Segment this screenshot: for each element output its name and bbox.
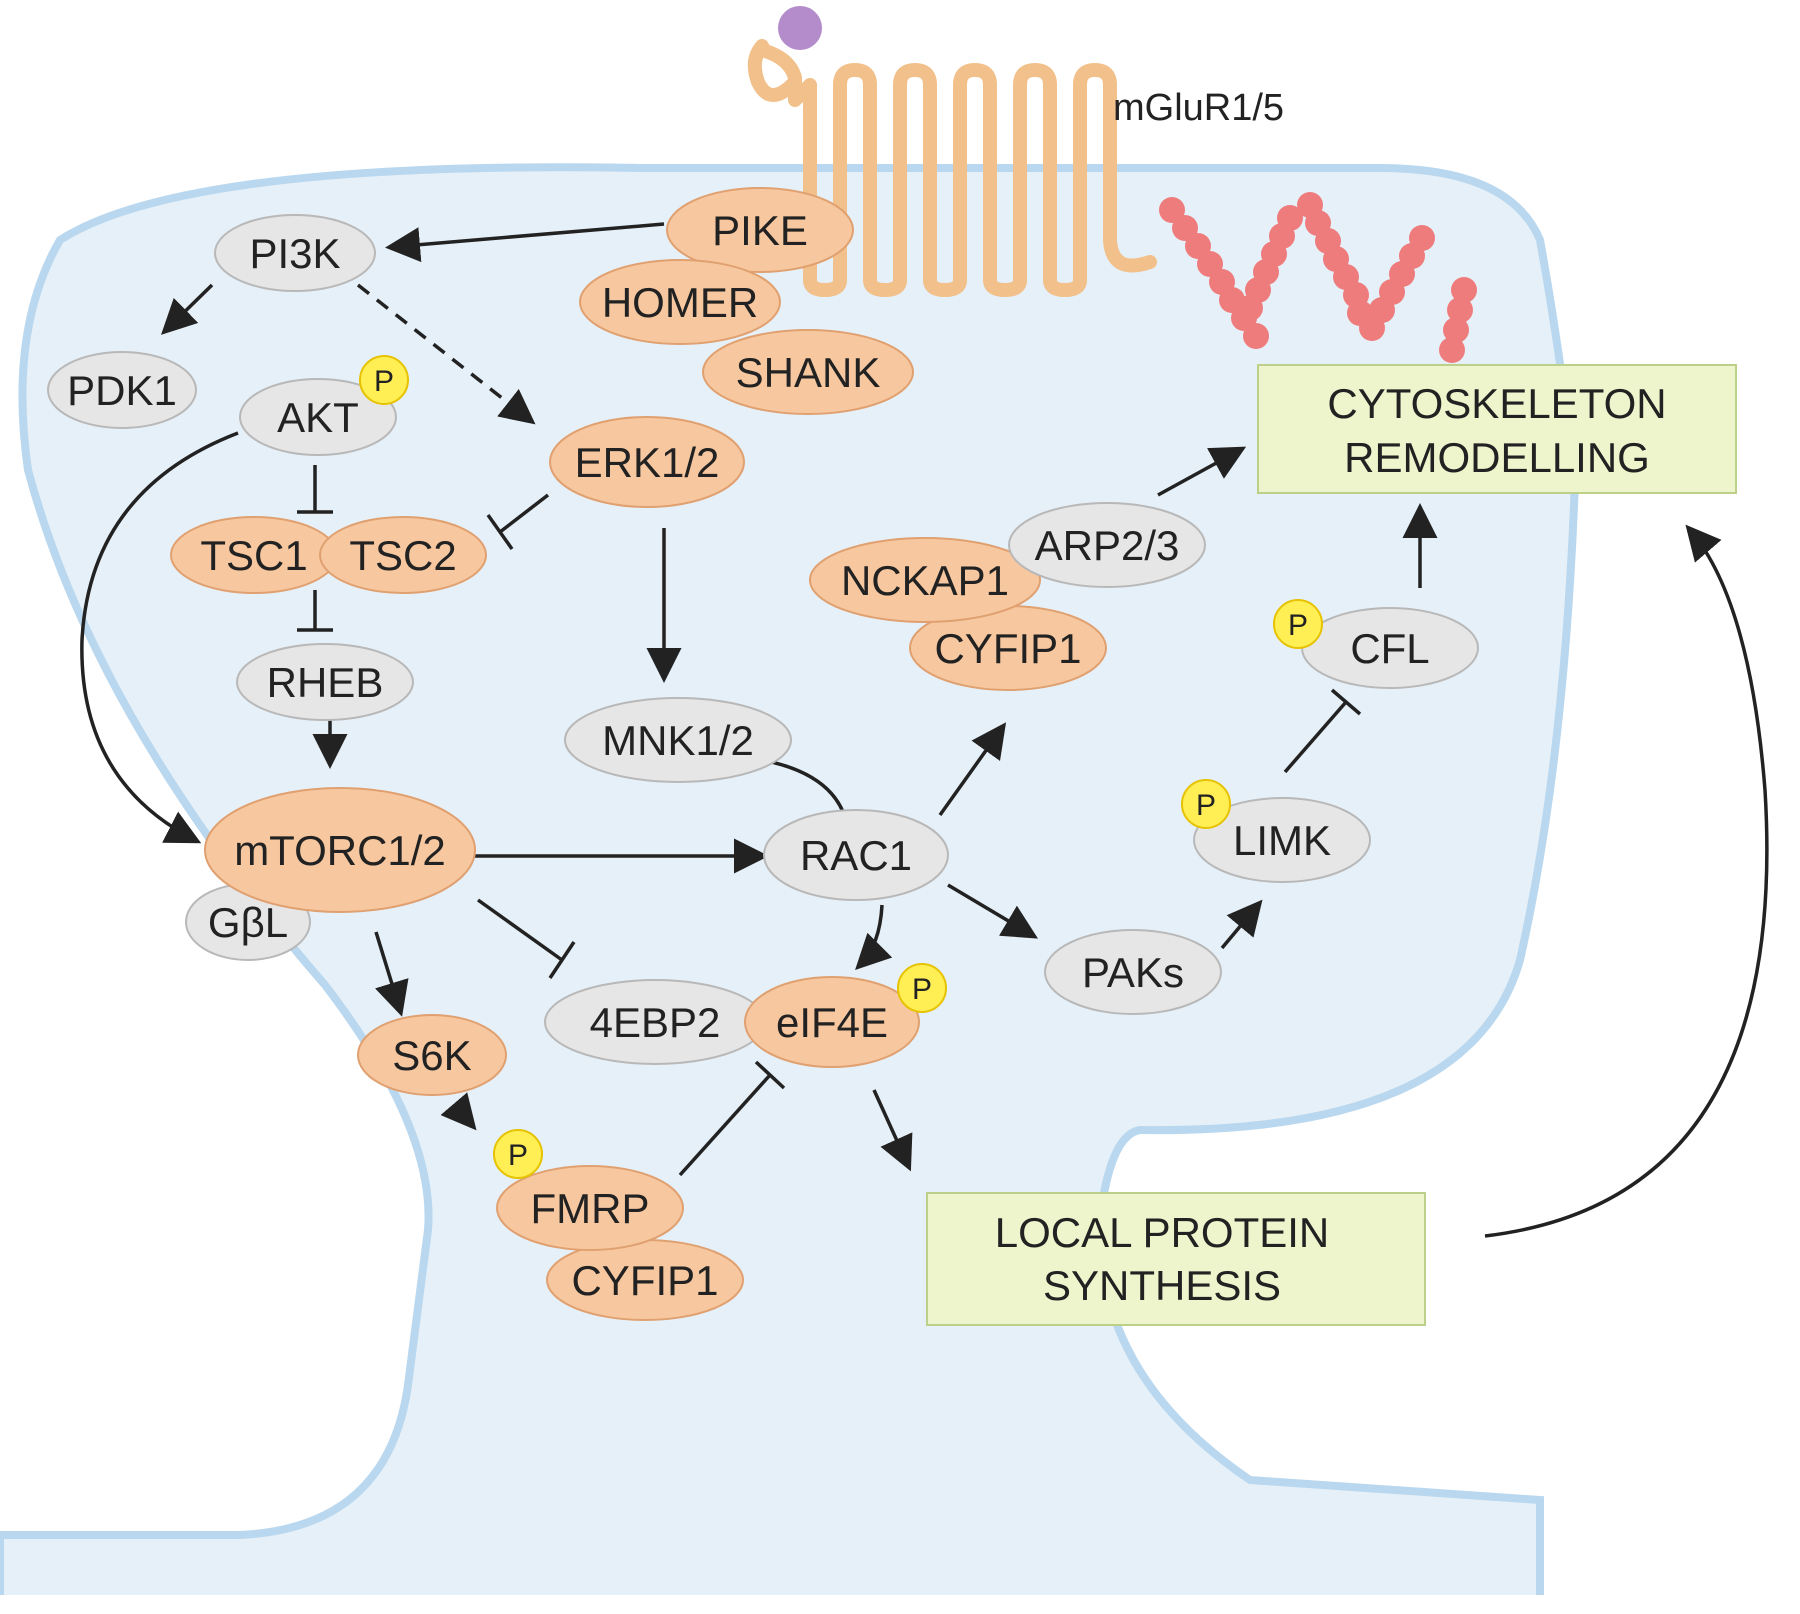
node-pike: PIKE [666,187,854,273]
edge-mtorc-s6k [374,931,409,1017]
svg-text:ERK1/2: ERK1/2 [575,439,720,486]
edge-pike-pi3k [385,222,665,263]
svg-text:CYFIP1: CYFIP1 [934,625,1081,672]
edge-limk-cfl [1283,700,1348,774]
receptor-n-terminal [747,39,802,102]
svg-text:AKT: AKT [277,394,359,441]
phospho-limk: P [1181,779,1231,829]
svg-text:P: P [912,973,932,1006]
node-erk: ERK1/2 [549,416,745,508]
phospho-cfl: P [1273,599,1323,649]
svg-text:SHANK: SHANK [736,349,881,396]
node-homer: HOMER [579,259,781,345]
node-eif4e: eIF4E [744,976,920,1068]
edges [80,222,1769,1238]
svg-text:TSC1: TSC1 [200,532,307,579]
svg-text:SYNTHESIS: SYNTHESIS [1043,1262,1281,1309]
svg-text:MNK1/2: MNK1/2 [602,717,754,764]
svg-text:PDK1: PDK1 [67,367,177,414]
svg-text:PI3K: PI3K [249,230,340,277]
svg-text:PAKs: PAKs [1082,949,1184,996]
node-tsc2: TSC2 [319,516,487,594]
edge-eif4e-protein-synthesis [872,1089,913,1172]
svg-text:FMRP: FMRP [531,1185,650,1232]
svg-text:RAC1: RAC1 [800,832,912,879]
node-shank: SHANK [702,329,914,415]
ligand-glutamate [778,6,822,50]
svg-text:P: P [508,1139,528,1172]
svg-text:CYFIP1: CYFIP1 [571,1257,718,1304]
svg-text:S6K: S6K [392,1032,471,1079]
phospho-akt: P [359,355,409,405]
svg-text:CFL: CFL [1350,625,1429,672]
node-rac1: RAC1 [763,809,949,901]
svg-text:RHEB: RHEB [267,659,384,706]
svg-text:4EBP2: 4EBP2 [590,999,721,1046]
svg-text:P: P [1196,789,1216,822]
edge-mtorc-4ebp2 [476,898,564,962]
svg-text:LIMK: LIMK [1233,817,1331,864]
svg-text:NCKAP1: NCKAP1 [841,557,1009,604]
phospho-fmrp: P [493,1129,543,1179]
svg-text:HOMER: HOMER [602,279,758,326]
node-arp23: ARP2/3 [1008,502,1206,588]
edge-fmrp-eif4e-bar [754,1060,786,1090]
node-cyfip1-top: CYFIP1 [909,605,1107,691]
receptor-label: mGluR1/5 [1113,87,1284,129]
edge-rac1-nckap1 [938,722,1007,817]
svg-text:P: P [374,365,394,398]
edge-limk-cfl-bar [1330,688,1362,716]
svg-text:PIKE: PIKE [712,207,808,254]
edge-protein-synthesis-cytoskeleton [1484,524,1769,1238]
mglur-receptor [755,43,1157,297]
node-pi3k: PI3K [214,214,376,292]
node-cfl: CFL [1301,607,1479,689]
node-tsc1: TSC1 [170,516,338,594]
node-s6k: S6K [357,1014,507,1096]
edge-mtorc-4ebp2-bar [548,941,576,979]
phospho-eif4e: P [897,963,947,1013]
node-mtorc: mTORC1/2 [204,787,476,913]
node-paks: PAKs [1044,929,1222,1015]
svg-text:P: P [1288,609,1308,642]
node-4ebp2: 4EBP2 [544,979,766,1065]
edge-fmrp-eif4e [678,1073,772,1177]
edge-pi3k-erk-dashed [356,283,536,425]
edge-s6k-fmrp [440,1092,477,1131]
svg-text:CYTOSKELETON: CYTOSKELETON [1327,380,1666,427]
svg-text:LOCAL PROTEIN: LOCAL PROTEIN [995,1209,1330,1256]
svg-text:eIF4E: eIF4E [776,999,888,1046]
edge-pi3k-pdk1 [160,283,214,335]
node-nckap1: NCKAP1 [809,537,1041,623]
svg-text:REMODELLING: REMODELLING [1344,434,1650,481]
edge-paks-limk [1220,899,1263,950]
node-pdk1: PDK1 [47,351,197,429]
edge-arp-cytoskeleton [1157,446,1247,497]
box-cytoskeleton-remodelling: CYTOSKELETON REMODELLING [1257,364,1737,494]
edge-erk-tsc2 [498,493,550,534]
edge-rac1-paks [947,883,1039,939]
actin-filaments [1159,192,1477,363]
edge-erk-tsc2-bar [486,513,514,551]
svg-text:GβL: GβL [208,899,288,946]
box-local-protein-synthesis: LOCAL PROTEIN SYNTHESIS [926,1192,1426,1326]
edge-rac1-eif4e [855,904,893,970]
node-fmrp: FMRP [496,1165,684,1251]
edge-akt-mtorc [80,431,239,844]
node-cyfip1-bottom: CYFIP1 [546,1239,744,1321]
node-limk: LIMK [1193,797,1371,883]
svg-text:ARP2/3: ARP2/3 [1035,522,1180,569]
node-akt: AKT [239,378,397,456]
node-mnk: MNK1/2 [564,697,792,783]
node-rheb: RHEB [236,643,414,721]
svg-text:mTORC1/2: mTORC1/2 [234,827,446,874]
svg-text:TSC2: TSC2 [349,532,456,579]
